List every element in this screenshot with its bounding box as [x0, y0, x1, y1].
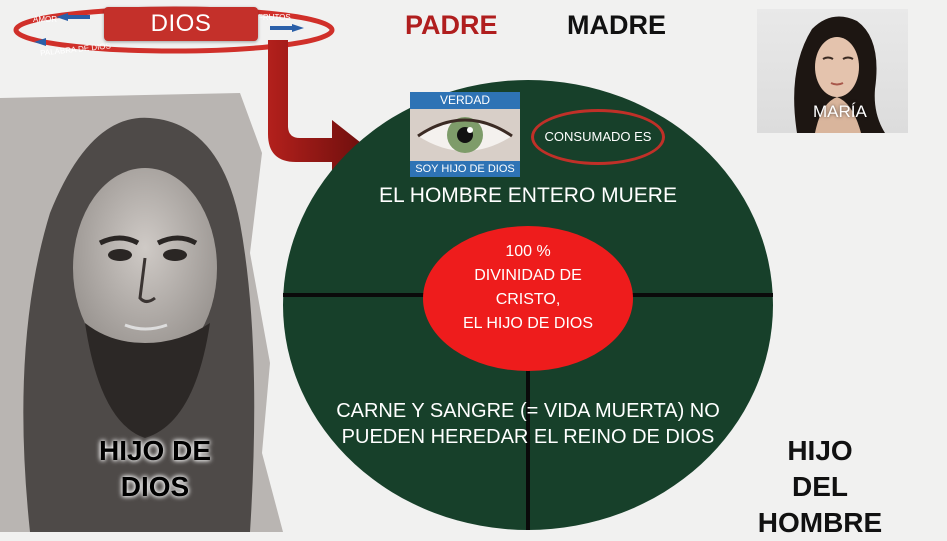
maria-label: MARÍA: [813, 102, 867, 121]
jesus-portrait: [0, 93, 283, 532]
carne-line: PUEDEN HEREDAR EL REINO DE DIOS: [341, 426, 715, 448]
ring-arrow-right-icon: [270, 24, 304, 32]
divinity-line: 100 %: [505, 243, 551, 260]
divinity-line: DIVINIDAD DE: [474, 267, 582, 284]
carne-sangre-text: CARNE Y SANGRE (= VIDA MUERTA) NO PUEDEN…: [283, 398, 773, 450]
hijo-de-dios-label: HIJO DE DIOS: [95, 433, 215, 505]
divinity-line: CRISTO,: [495, 291, 561, 308]
divinity-line: EL HIJO DE DIOS: [462, 315, 594, 332]
circle-headline: EL HOMBRE ENTERO MUERE: [379, 184, 677, 207]
padre-label: PADRE: [405, 10, 498, 40]
verdad-label: VERDAD: [410, 92, 520, 109]
divinity-text: 100 % DIVINIDAD DE CRISTO, EL HIJO DE DI…: [423, 240, 633, 336]
ring-arrow-left-icon: [56, 13, 90, 21]
ring-label-frutos: FRUTOS: [258, 13, 291, 22]
maria-photo: [757, 9, 908, 133]
soy-hijo-label: SOY HIJO DE DIOS: [410, 161, 520, 177]
ring-label-amor: AMOR: [33, 15, 57, 24]
label-line: DEL HOMBRE: [757, 471, 883, 538]
carne-line: CARNE Y SANGRE (= VIDA MUERTA) NO: [336, 400, 720, 422]
ring-arrow-bottom-icon: [34, 38, 46, 46]
madre-label: MADRE: [567, 10, 666, 40]
divinity-circle: [423, 226, 633, 371]
label-line: HIJO: [787, 435, 853, 466]
hijo-del-hombre-label: HIJO DEL HOMBRE: [745, 433, 895, 541]
bent-arrow-icon: [268, 40, 370, 180]
consumado-badge: CONSUMADO ES: [531, 109, 665, 165]
label-line: HIJO DE: [98, 435, 212, 466]
label-line: DIOS: [120, 471, 190, 502]
dios-banner: DIOS: [104, 7, 258, 41]
